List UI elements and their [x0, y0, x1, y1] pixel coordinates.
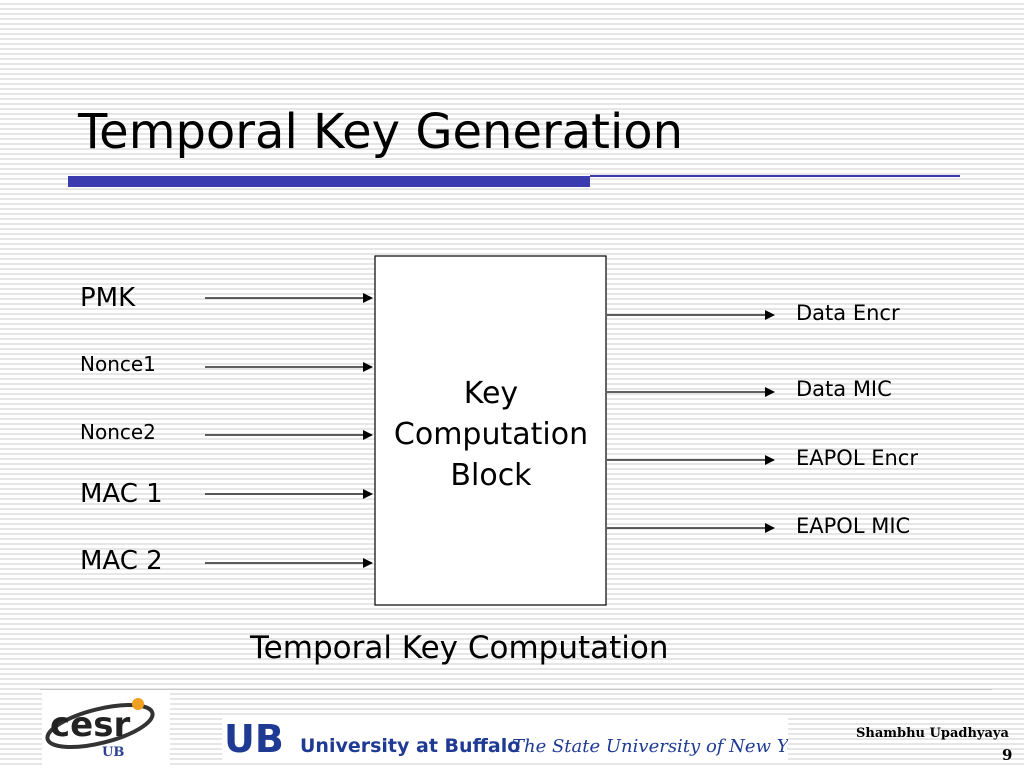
output-label-eapol-mic: EAPOL MIC	[796, 514, 911, 538]
university-tagline: The State University of New York	[512, 736, 788, 757]
block-label-line-2: Computation	[394, 417, 588, 452]
output-label-data-mic: Data MIC	[796, 377, 892, 401]
footer-divider	[40, 689, 992, 690]
block-label-line-3: Block	[450, 458, 532, 493]
cesr-logo-ub-mark: UB	[102, 745, 124, 760]
page-number: 9	[1002, 746, 1013, 764]
key-computation-block	[374, 255, 607, 606]
cesr-logo-mark: cesr	[50, 705, 130, 745]
input-label-mac2: MAC 2	[80, 546, 163, 576]
title-underline-thick	[68, 176, 590, 187]
output-label-data-encr: Data Encr	[796, 301, 900, 325]
block-label-line-1: Key	[464, 376, 518, 411]
title-underline-thin	[590, 175, 960, 177]
ub-logo-mark: UB	[224, 717, 284, 760]
input-label-mac1: MAC 1	[80, 479, 163, 509]
university-name: University at Buffalo	[300, 735, 520, 757]
slide-title: Temporal Key Generation	[78, 104, 684, 160]
input-label-pmk: PMK	[80, 283, 136, 313]
input-label-nonce1: Nonce1	[80, 352, 156, 376]
author-name: Shambhu Upadhyaya	[856, 726, 1009, 741]
diagram-caption: Temporal Key Computation	[250, 630, 669, 666]
output-label-eapol-encr: EAPOL Encr	[796, 446, 918, 470]
cesr-logo: cesr UB	[42, 690, 170, 766]
university-logo: UB University at Buffalo The State Unive…	[222, 716, 817, 761]
input-label-nonce2: Nonce2	[80, 420, 156, 444]
